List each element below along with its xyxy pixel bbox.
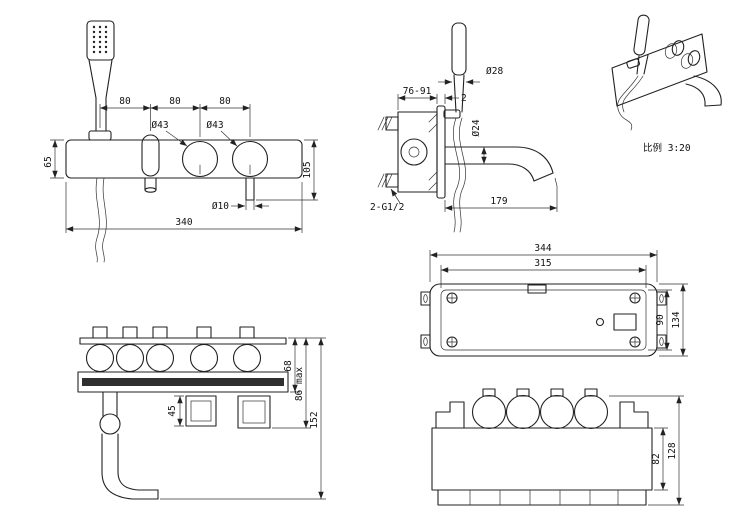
knob-left xyxy=(181,140,219,178)
dim-outer-height: 134 xyxy=(659,283,688,357)
pilot-hole xyxy=(595,317,605,327)
dim-label-total-width: 340 xyxy=(175,217,192,228)
spout-assembly-side xyxy=(99,391,159,500)
mounting-ears xyxy=(420,291,667,349)
cable-slot xyxy=(527,284,547,294)
dim-inner-width: 315 xyxy=(440,258,647,288)
dim-label-handshower-dia: Ø28 xyxy=(486,66,503,77)
scale-note: 比例 3:20 xyxy=(643,142,691,154)
label-inlet-thread: 2-G1/2 xyxy=(370,188,404,213)
dim-label-bar-height: 65 xyxy=(43,156,54,167)
dim-spout-length: 179 xyxy=(444,177,558,212)
dim-label-spacing-2: 80 xyxy=(169,96,181,107)
dim-label-outlet-dia: Ø10 xyxy=(212,201,229,212)
dim-label-spacing-3: 80 xyxy=(219,96,231,107)
dim-label-valve-depth: 68 xyxy=(283,360,294,372)
dim-right-height: 105 xyxy=(256,139,318,201)
dim-label-outer-height: 134 xyxy=(671,311,682,328)
knob-right xyxy=(231,140,269,178)
dim-box-height: 45 xyxy=(167,395,184,427)
spout-outlet xyxy=(144,177,157,193)
dim-spacing-chain: 80 80 80 xyxy=(99,96,251,137)
dim-bar-height: 65 xyxy=(43,139,64,179)
wall-plate-perspective xyxy=(611,33,708,107)
dim-label-knob-dia-2: Ø43 xyxy=(206,120,223,131)
dim-label-max-depth: 86 max xyxy=(294,367,305,402)
handshower-hose xyxy=(95,177,107,263)
dim-total-width: 340 xyxy=(65,182,303,233)
dim-outer-width: 344 xyxy=(429,243,658,282)
corner-screws xyxy=(446,292,641,348)
dim-label-outer-width: 344 xyxy=(534,243,551,254)
dim-knob-diameters: Ø43 Ø43 xyxy=(151,120,238,147)
dim-outlet-dia: Ø10 xyxy=(212,200,269,212)
rough-box-outer xyxy=(429,283,658,357)
knobs-perspective xyxy=(664,40,701,69)
dim-label-total-depth: 152 xyxy=(309,411,320,428)
dim-front-total-height: 128 xyxy=(609,395,684,506)
cartridge-circles xyxy=(471,388,609,430)
dim-label-right-height: 105 xyxy=(302,161,313,178)
dim-label-depth-range: 76-91 xyxy=(403,86,432,97)
dim-plate-thickness: 2 xyxy=(445,93,467,104)
mounting-rail xyxy=(79,326,287,345)
dim-label-front-total-height: 128 xyxy=(667,442,678,459)
end-brackets xyxy=(435,401,649,429)
trim-plate xyxy=(436,105,446,199)
bottom-tray xyxy=(437,489,647,506)
tub-spout xyxy=(444,146,554,182)
mixer-bar xyxy=(65,139,303,179)
rough-in-plan-view: 344 315 90 134 xyxy=(420,243,688,357)
dim-label-body-height: 82 xyxy=(651,453,662,464)
rough-box-front xyxy=(431,427,653,491)
dim-label-box-height: 45 xyxy=(167,405,178,416)
rough-in-front-view: 82 128 xyxy=(431,388,684,506)
handshower xyxy=(86,20,115,132)
diverter-control xyxy=(141,134,160,177)
handshower-perspective xyxy=(617,14,650,131)
concealed-valve-body xyxy=(397,111,438,193)
mounting-plate-section xyxy=(77,371,289,393)
outlet-stub xyxy=(245,177,255,201)
valve-cartridges xyxy=(85,343,262,373)
dim-label-spout-dia: Ø24 xyxy=(471,119,482,136)
spout-perspective xyxy=(685,75,722,107)
inner-bracket xyxy=(613,313,637,331)
perspective-view: 比例 3:20 xyxy=(611,14,722,154)
dim-spout-dia: Ø24 xyxy=(471,119,487,164)
handshower-hose-side xyxy=(452,117,466,233)
dim-label-spacing-1: 80 xyxy=(119,96,131,107)
rough-box-inner xyxy=(440,289,647,351)
dim-label-inlet-thread: 2-G1/2 xyxy=(370,202,404,213)
handshower-side xyxy=(443,22,467,119)
side-section-view: 76-91 2 Ø28 Ø24 179 2-G1/2 xyxy=(370,22,558,233)
front-view: 80 80 80 Ø43 Ø43 65 105 Ø10 xyxy=(43,20,318,263)
dim-label-plate-thickness: 2 xyxy=(461,93,467,104)
inlet-fittings xyxy=(377,116,399,188)
dim-label-inner-height: 90 xyxy=(655,314,666,326)
dim-label-knob-dia-1: Ø43 xyxy=(151,120,168,131)
dim-depth-stack: 68 86 max 152 xyxy=(160,337,326,500)
dim-label-inner-width: 315 xyxy=(534,258,551,269)
dim-handshower-dia: Ø28 xyxy=(438,66,503,85)
dim-body-height: 82 xyxy=(651,427,668,491)
dim-inner-height: 90 xyxy=(648,289,672,351)
valve-boxes xyxy=(185,395,271,429)
handshower-holder xyxy=(88,130,112,141)
dim-label-spout-length: 179 xyxy=(490,196,507,207)
rough-in-side-view: 45 68 86 max 152 xyxy=(77,326,326,500)
